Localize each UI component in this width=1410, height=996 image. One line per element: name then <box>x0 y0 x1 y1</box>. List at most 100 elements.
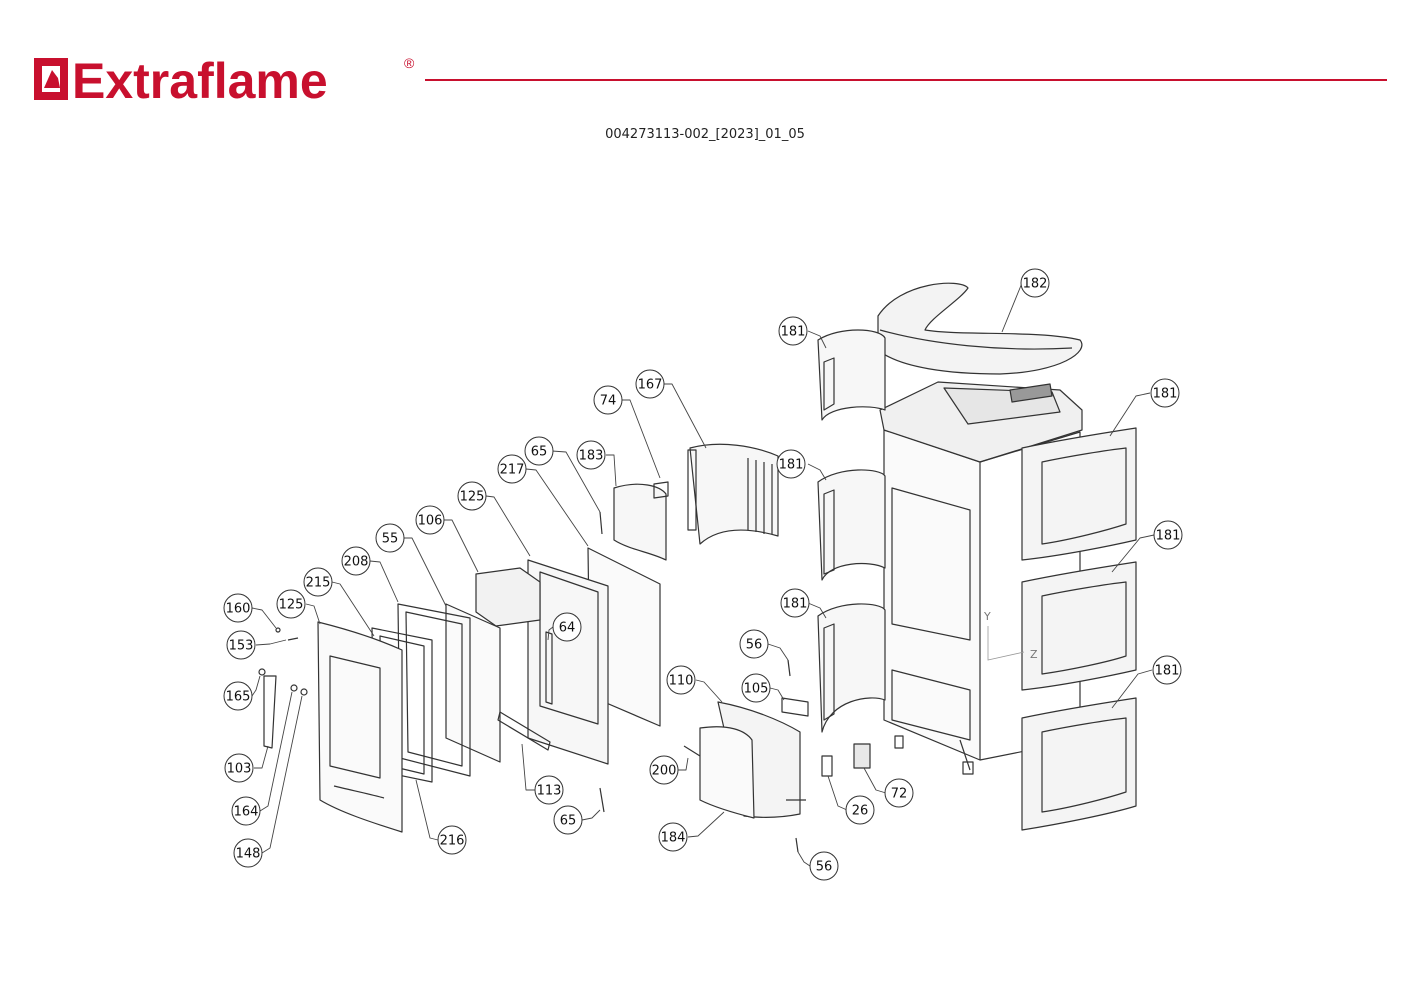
axis-z-label: Z <box>1030 648 1038 661</box>
callout-label: 181 <box>1156 529 1181 544</box>
callout-label: 125 <box>279 598 304 613</box>
extraflame-square-flame-icon <box>34 58 68 100</box>
callout-label: 167 <box>638 378 663 393</box>
side-panel-right-upper <box>1021 427 1137 561</box>
top-cover-part <box>877 282 1083 375</box>
callout-label: 74 <box>600 394 617 409</box>
callout-label: 160 <box>226 602 251 617</box>
front-door-part <box>317 621 403 833</box>
callout-label: 182 <box>1023 277 1048 292</box>
screw-165-part <box>258 668 266 676</box>
callout-label: 72 <box>891 787 908 802</box>
callout-label: 181 <box>781 325 806 340</box>
callout-label: 217 <box>500 463 525 478</box>
callout-72: 72 <box>884 778 914 808</box>
callout-26: 26 <box>845 795 875 825</box>
callout-label: 216 <box>440 834 465 849</box>
callout-label: 105 <box>744 682 769 697</box>
registered-mark: ® <box>404 55 415 71</box>
stove-body-part <box>879 381 1083 775</box>
callout-56: 56 <box>809 851 839 881</box>
callout-184: 184 <box>658 822 688 852</box>
callout-label: 64 <box>559 621 576 636</box>
callout-label: 106 <box>418 514 443 529</box>
callout-106: 106 <box>415 505 445 535</box>
callout-label: 65 <box>531 445 548 460</box>
side-panel-right-lower <box>1021 697 1137 831</box>
callout-label: 55 <box>382 532 399 547</box>
rail-113-part <box>497 711 551 751</box>
callout-164: 164 <box>231 796 261 826</box>
callout-label: 165 <box>226 690 251 705</box>
screw-65-lower-part <box>599 787 605 813</box>
callout-label: 125 <box>460 490 485 505</box>
callout-label: 26 <box>852 804 869 819</box>
callout-65: 65 <box>553 805 583 835</box>
callout-181: 181 <box>1152 655 1182 685</box>
callout-105: 105 <box>741 673 771 703</box>
screw-160-part <box>275 627 281 633</box>
callout-label: 148 <box>236 847 261 862</box>
callout-label: 181 <box>779 458 804 473</box>
hinge-64-part <box>545 631 553 705</box>
callout-181: 181 <box>1153 520 1183 550</box>
pin-200-part <box>683 745 701 757</box>
callout-148: 148 <box>233 838 263 868</box>
part-72 <box>853 743 871 769</box>
callout-label: 164 <box>234 805 259 820</box>
callout-64: 64 <box>552 612 582 642</box>
callout-103: 103 <box>224 753 254 783</box>
callout-110: 110 <box>666 665 696 695</box>
callout-label: 181 <box>1153 387 1178 402</box>
callout-label: 103 <box>227 762 252 777</box>
clip-74-part <box>653 481 669 499</box>
handle-103-part <box>263 675 277 749</box>
header-rule <box>425 79 1387 81</box>
callout-label: 153 <box>229 639 254 654</box>
screw-56-lower-part <box>795 837 799 853</box>
callout-label: 184 <box>661 831 686 846</box>
callout-153: 153 <box>226 630 256 660</box>
screw-56-upper-part <box>787 659 791 677</box>
callout-label: 56 <box>746 638 763 653</box>
callout-217: 217 <box>497 454 527 484</box>
door-frame-part <box>527 559 609 765</box>
hinge-105-part <box>781 697 809 717</box>
callout-200: 200 <box>649 755 679 785</box>
callout-208: 208 <box>341 546 371 576</box>
side-panel-left-lower <box>817 603 886 733</box>
callout-165: 165 <box>223 681 253 711</box>
callout-label: 110 <box>669 674 694 689</box>
callout-216: 216 <box>437 825 467 855</box>
washer-164-part <box>290 684 298 692</box>
callout-label: 200 <box>652 764 677 779</box>
callout-55: 55 <box>375 523 405 553</box>
side-panel-right-middle <box>1021 561 1137 691</box>
bracket-106-part <box>475 567 541 627</box>
side-panel-left-upper <box>817 329 886 421</box>
callout-160: 160 <box>223 593 253 623</box>
door-184-part <box>699 726 755 819</box>
washer-148-part <box>300 688 308 696</box>
brand-name: Extraflame <box>72 53 328 109</box>
part-26 <box>821 755 833 777</box>
rear-grille-part <box>687 443 779 545</box>
callout-label: 215 <box>306 576 331 591</box>
extraflame-logo: Extraflame ® <box>34 53 415 109</box>
callout-113: 113 <box>534 775 564 805</box>
screw-65-upper-part <box>599 511 603 535</box>
callout-label: 208 <box>344 555 369 570</box>
axis-y-label: Y <box>983 610 991 623</box>
callout-181: 181 <box>1150 378 1180 408</box>
callout-182: 182 <box>1020 268 1050 298</box>
callout-167: 167 <box>635 369 665 399</box>
panel-183-part <box>613 483 667 561</box>
side-panel-left-middle <box>817 469 886 581</box>
callout-label: 56 <box>816 860 833 875</box>
callout-label: 181 <box>783 597 808 612</box>
callout-181: 181 <box>780 588 810 618</box>
callout-65: 65 <box>524 436 554 466</box>
callout-125: 125 <box>457 481 487 511</box>
